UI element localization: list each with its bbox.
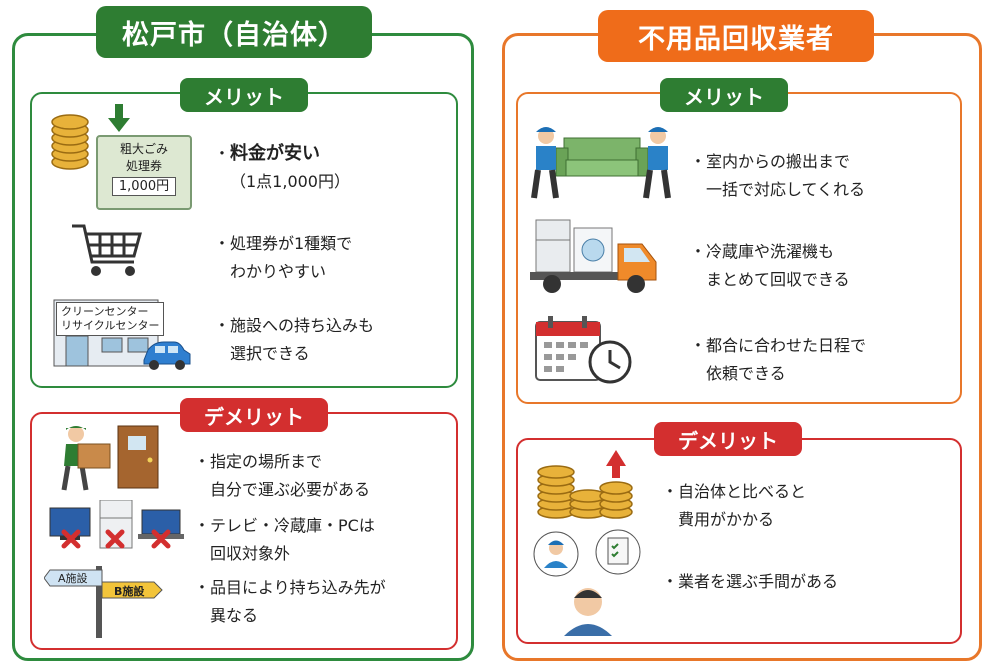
shopping-cart-icon <box>72 224 142 276</box>
collector-merit-label: メリット <box>660 78 788 112</box>
municipality-title: 松戸市（自治体） <box>96 6 372 58</box>
municipality-merit-item: ・処理券が1種類で わかりやすい <box>214 234 353 281</box>
arrow-down-icon <box>108 104 130 132</box>
ticket-line2: 処理券 <box>125 159 162 173</box>
signpost-a: A施設 <box>58 572 88 585</box>
car-icon <box>143 341 191 370</box>
municipality-demerit-label: デメリット <box>180 398 328 432</box>
municipality-merit-item: ・施設への持ち込みも 選択できる <box>214 316 375 363</box>
municipality-demerit-item: ・品目により持ち込み先が 異なる <box>194 578 386 625</box>
facility-sign-line1: クリーンセンター <box>61 305 149 318</box>
municipality-demerit-item: ・指定の場所まで 自分で運ぶ必要がある <box>194 452 371 499</box>
signpost-b: B施設 <box>114 585 145 598</box>
carrying-box-icon <box>61 425 159 491</box>
collector-demerit-item: ・自治体と比べると 費用がかかる <box>662 482 807 529</box>
rising-cost-coins-icon <box>537 450 633 519</box>
collector-merit-item: ・室内からの搬出まで 一括で対応してくれる <box>690 152 866 199</box>
ticket-price: 1,000円 <box>111 177 177 196</box>
collector-merit-item: ・都合に合わせた日程で 依頼できる <box>690 336 867 383</box>
bulky-waste-ticket: 粗大ごみ 処理券 1,000円 <box>96 135 192 210</box>
facility-sign-line2: リサイクルセンター <box>61 319 160 332</box>
movers-carrying-sofa-icon <box>531 127 671 199</box>
coins-icon <box>51 114 89 170</box>
municipality-demerit-item: ・テレビ・冷蔵庫・PCは 回収対象外 <box>194 516 375 563</box>
choosing-company-icon <box>533 529 641 636</box>
collector-title: 不用品回収業者 <box>598 10 874 62</box>
collector-demerit-label: デメリット <box>654 422 802 456</box>
truck-with-appliances-icon <box>530 219 657 293</box>
collector-demerit-item: ・業者を選ぶ手間がある <box>662 572 839 591</box>
collector-merit-item: ・冷蔵庫や洗濯機も まとめて回収できる <box>690 242 850 289</box>
signpost-icon: A施設 B施設 <box>44 560 174 638</box>
calendar-clock-icon <box>535 316 632 384</box>
ticket-line1: 粗大ごみ <box>119 142 168 156</box>
municipality-merit-label: メリット <box>180 78 308 112</box>
not-collected-appliances-icon <box>49 500 184 549</box>
municipality-merit-item: ・料金が安い （1点1,000円） <box>214 143 350 191</box>
recycling-facility-icon: クリーンセンター リサイクルセンター <box>52 298 165 370</box>
